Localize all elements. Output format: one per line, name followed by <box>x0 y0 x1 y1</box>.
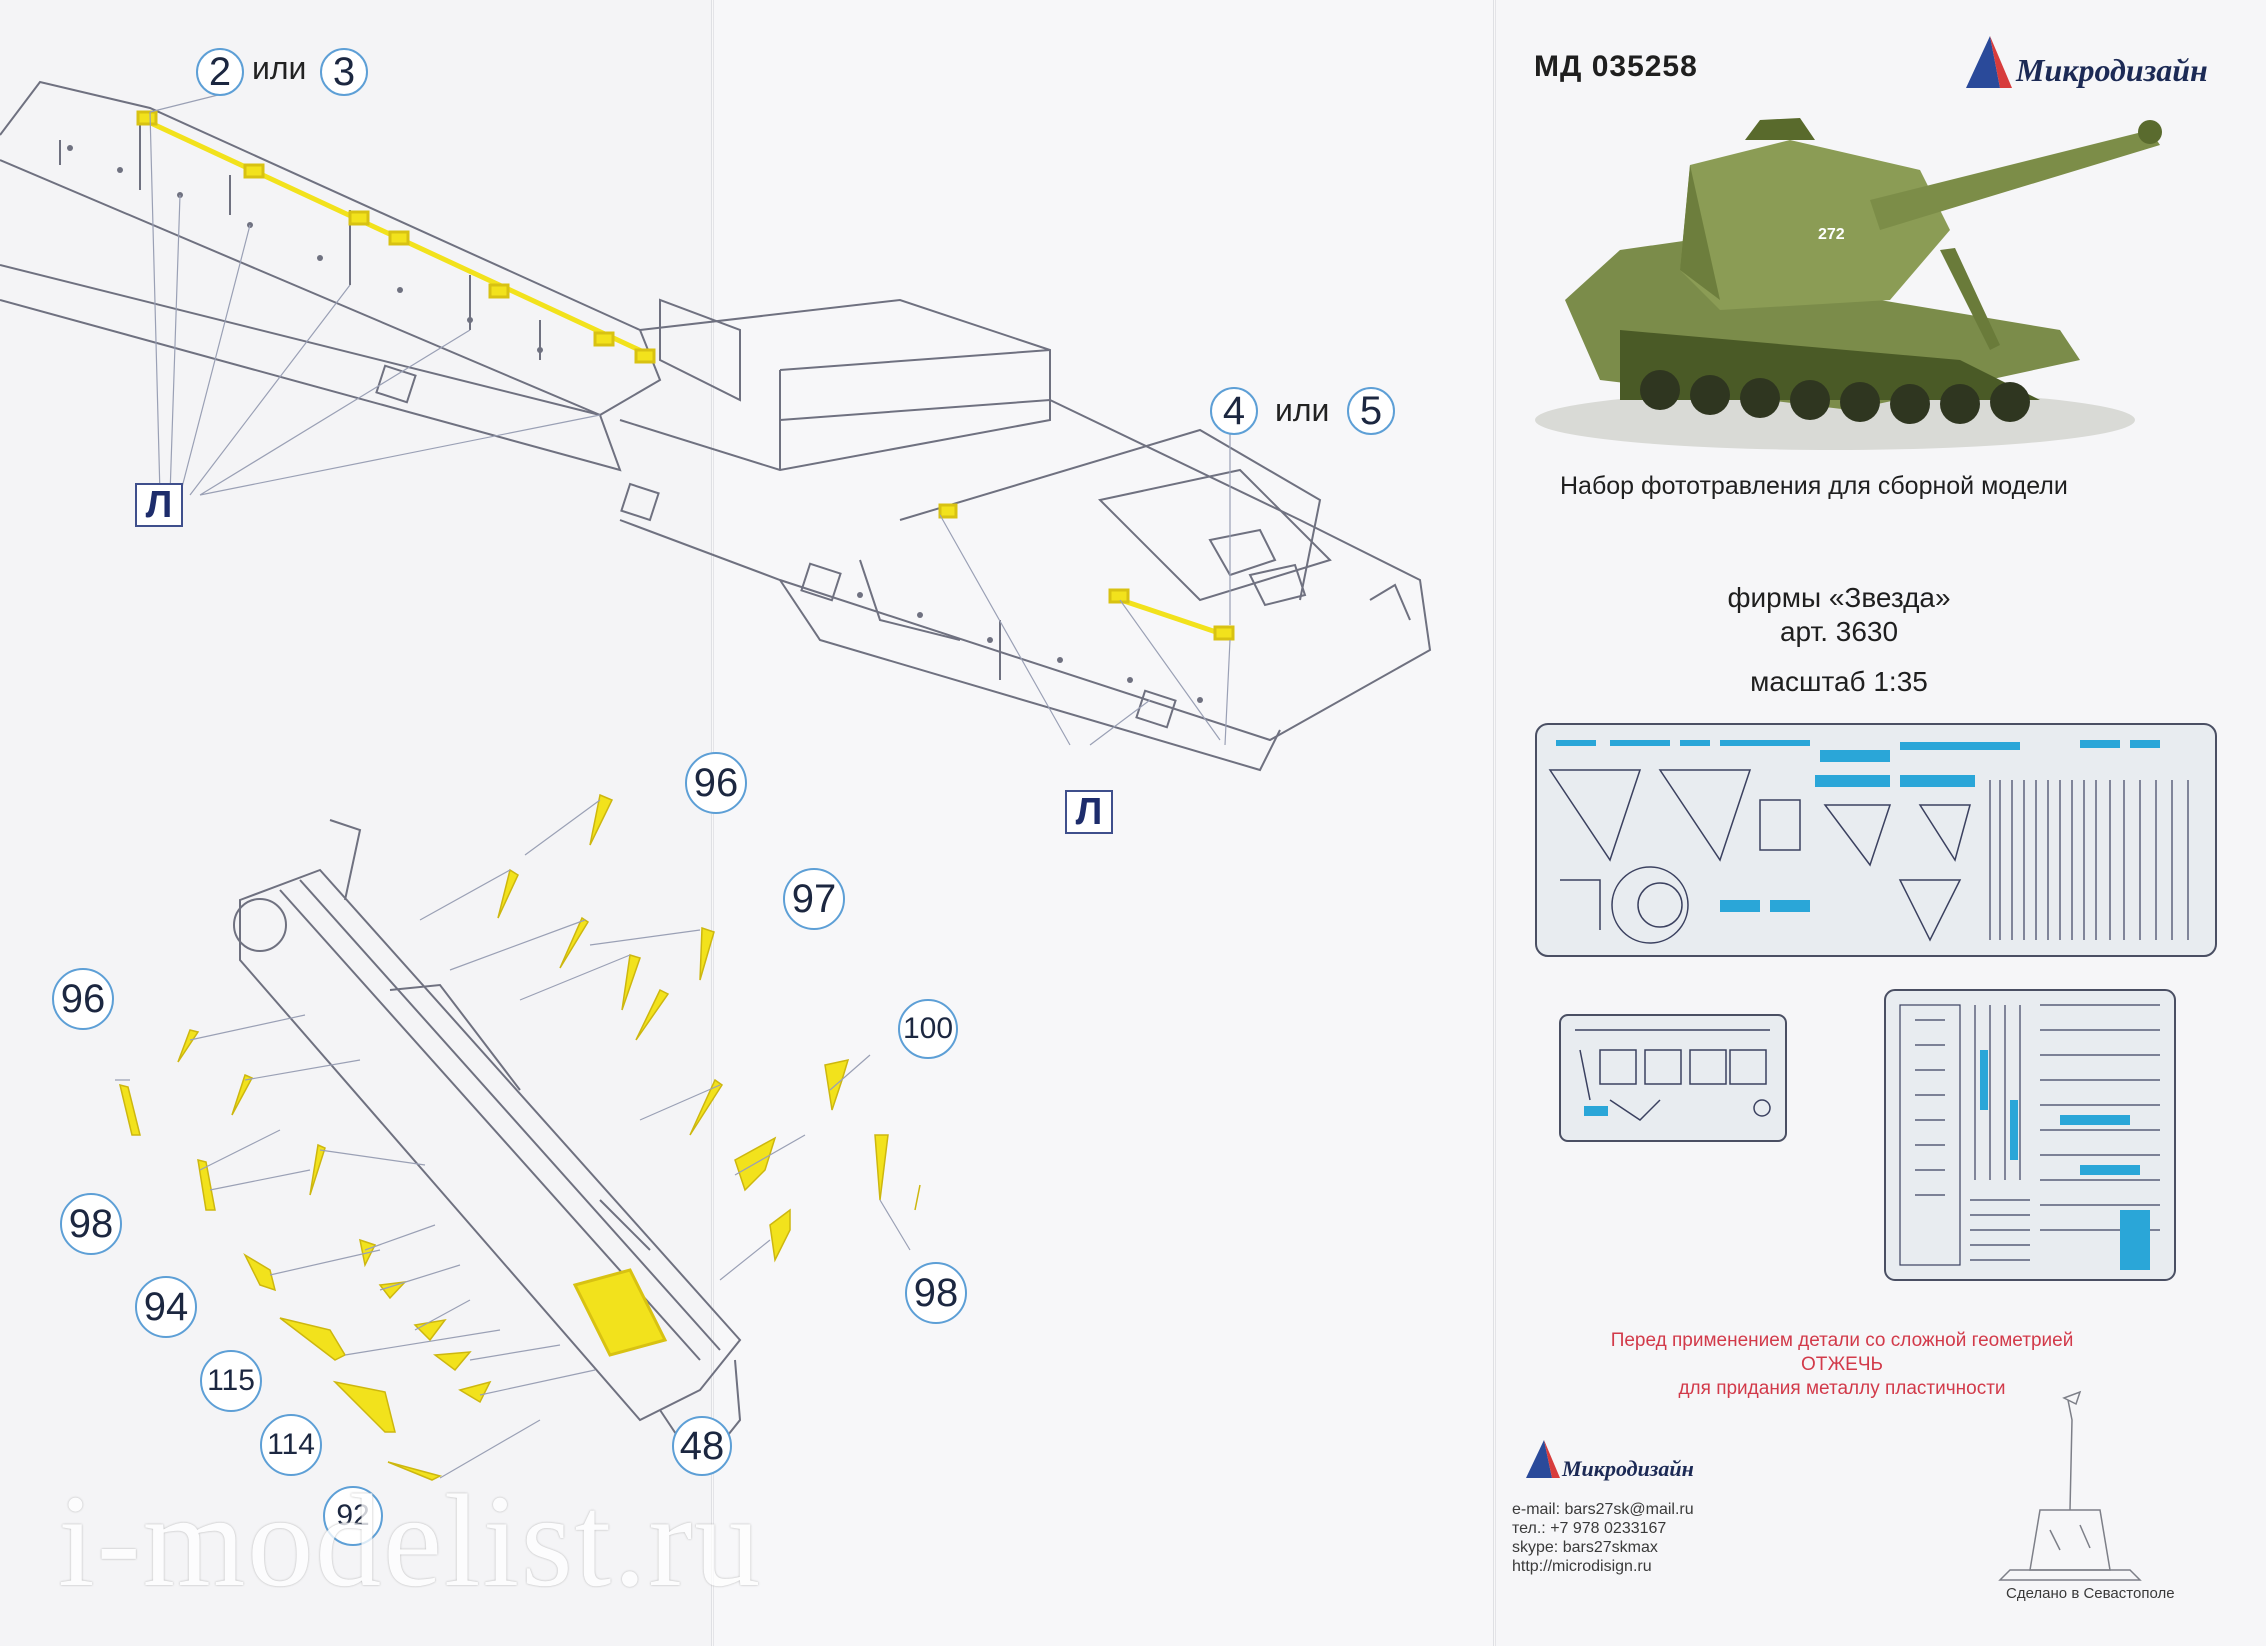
part-callout-96: 96 <box>52 968 114 1030</box>
anneal-warning-line3: для придания металлу пластичности <box>1678 1378 2006 1399</box>
fold-line <box>711 0 714 1646</box>
part-callout-97: 97 <box>783 868 845 930</box>
left-panel <box>0 0 712 1646</box>
fold-line <box>1493 0 1496 1646</box>
anneal-warning-line1: Перед применением детали со сложной геом… <box>1610 1330 2074 1351</box>
part-callout-48: 48 <box>672 1416 732 1476</box>
part-callout-100: 100 <box>898 999 958 1059</box>
kit-description: Набор фототравления для сборной модели <box>1560 472 2068 500</box>
or-label: или <box>252 50 307 86</box>
made-in-label: Сделано в Севастополе <box>2006 1585 2175 1602</box>
part-callout-4: 4 <box>1210 387 1258 435</box>
watermark: i-modelist.ru <box>58 1467 763 1614</box>
kit-article: арт. 3630 <box>1779 616 1899 647</box>
side-marker-left: Л <box>1065 790 1113 834</box>
part-callout-94: 94 <box>135 1276 197 1338</box>
part-callout-3: 3 <box>320 48 368 96</box>
contact-email: e-mail: bars27sk@mail.ru <box>1512 1501 1694 1518</box>
side-marker-left: Л <box>135 483 183 527</box>
article-code: МД 035258 <box>1534 50 1698 83</box>
part-callout-98: 98 <box>60 1193 122 1255</box>
part-callout-114: 114 <box>260 1414 322 1476</box>
contact-phone: тел.: +7 978 0233167 <box>1512 1520 1667 1537</box>
anneal-warning-line2: ОТЖЕЧЬ <box>1801 1354 1883 1375</box>
barrel-outline <box>239 868 742 1422</box>
part-callout-115: 115 <box>200 1350 262 1412</box>
part-callout-92: 92 <box>323 1486 383 1546</box>
part-callout-5: 5 <box>1347 387 1395 435</box>
contact-website: http://microdisign.ru <box>1512 1558 1652 1575</box>
contact-skype: skype: bars27skmax <box>1512 1539 1658 1556</box>
hull-side <box>0 159 622 472</box>
part-callout-96: 96 <box>685 752 747 814</box>
part-callout-98: 98 <box>905 1262 967 1324</box>
brand-name: Микродизайн <box>2016 52 2208 88</box>
footer-brand-name: Микродизайн <box>1562 1456 1694 1481</box>
kit-scale: масштаб 1:35 <box>1750 666 1928 697</box>
vehicle-number: 272 <box>1818 226 1845 243</box>
or-label: или <box>1275 392 1330 428</box>
kit-maker: фирмы «Звезда» <box>1727 582 1951 613</box>
part-callout-2: 2 <box>196 48 244 96</box>
